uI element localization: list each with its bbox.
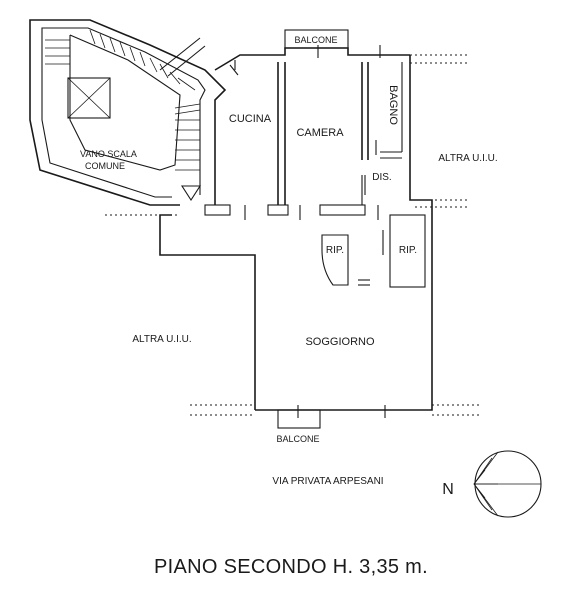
label-north: N <box>442 481 454 498</box>
label-altra-uiu-right: ALTRA U.I.U. <box>438 153 497 164</box>
label-dis: DIS. <box>372 172 391 183</box>
balcony-top <box>284 29 349 49</box>
label-vano-scala-comune: COMUNE <box>85 161 125 171</box>
label-vano-scala: VANO SCALA <box>80 149 137 159</box>
room-labels: BALCONE CUCINA CAMERA BAGNO DIS. VANO SC… <box>80 35 498 487</box>
entrance-triangle-icon <box>180 185 202 202</box>
interior-walls <box>204 45 426 418</box>
floor-title: PIANO SECONDO H. 3,35 m. <box>154 556 428 578</box>
label-rip-left: RIP. <box>326 245 344 256</box>
label-balcone-bottom: BALCONE <box>276 434 319 444</box>
label-balcone-top: BALCONE <box>294 35 337 45</box>
shaft-box <box>67 77 111 119</box>
label-bagno: BAGNO <box>387 85 399 125</box>
north-compass: N <box>442 450 542 518</box>
label-rip-right: RIP. <box>399 245 417 256</box>
stairwell <box>29 19 227 216</box>
label-street: VIA PRIVATA ARPESANI <box>272 476 383 487</box>
label-soggiorno: SOGGIORNO <box>305 336 375 348</box>
storage-right <box>389 214 426 288</box>
apartment-walls <box>159 29 480 429</box>
balcony-bottom <box>277 409 321 429</box>
label-camera: CAMERA <box>296 127 344 139</box>
label-cucina: CUCINA <box>229 113 272 125</box>
storage-left <box>321 234 349 286</box>
label-altra-uiu-left: ALTRA U.I.U. <box>132 334 191 345</box>
